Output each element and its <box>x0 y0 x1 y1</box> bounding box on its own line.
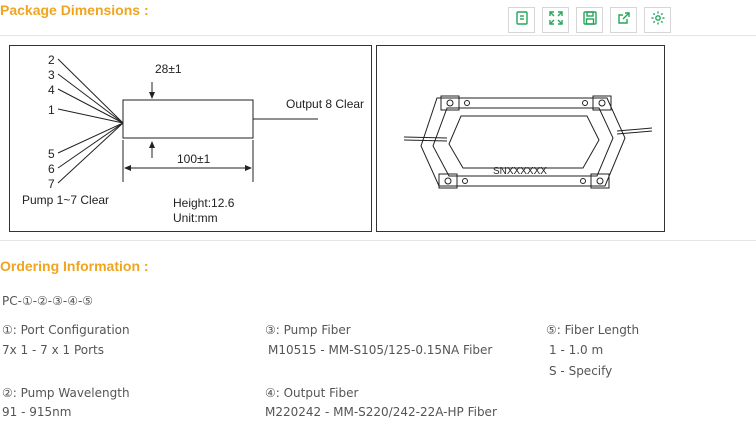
ordering-code: PC-①-②-③-④-⑤ <box>2 294 94 308</box>
settings-icon <box>650 10 666 31</box>
fiber-label-7: 7 <box>48 177 55 191</box>
save-icon <box>582 10 598 31</box>
divider <box>0 35 756 36</box>
pump-wavelength-value: 91 - 915nm <box>2 405 72 419</box>
diagram-toolbar <box>508 7 671 33</box>
height-label: Height:12.6 <box>173 196 235 210</box>
port-configuration-value: 7x 1 - 7 x 1 Ports <box>2 343 104 357</box>
isometric-drawing: SNXXXXXX <box>376 45 665 232</box>
fiber-length-label: ⑤: Fiber Length <box>546 323 640 337</box>
isometric-svg: SNXXXXXX <box>403 95 653 189</box>
serial-label: SNXXXXXX <box>493 166 547 177</box>
width-dimension: 28±1 <box>155 62 182 76</box>
fiber-label-3: 3 <box>48 68 55 82</box>
copy-button[interactable] <box>508 7 535 33</box>
package-dimensions-heading: Package Dimensions : <box>0 2 149 18</box>
output-fiber-value: M220242 - MM-S220/242-22A-HP Fiber <box>265 405 497 419</box>
port-configuration-label: ①: Port Configuration <box>2 323 130 337</box>
fiber-label-5: 5 <box>48 147 55 161</box>
fullscreen-button[interactable] <box>542 7 569 33</box>
ordering-information-heading: Ordering Information : <box>0 258 149 274</box>
pump-fiber-value: M10515 - MM-S105/125-0.15NA Fiber <box>268 343 493 357</box>
divider <box>0 240 756 241</box>
settings-button[interactable] <box>644 7 671 33</box>
pump-fiber-label: ③: Pump Fiber <box>265 323 351 337</box>
unit-label: Unit:mm <box>173 211 218 225</box>
share-icon <box>616 10 632 31</box>
fiber-label-4: 4 <box>48 83 55 97</box>
fiber-length-value-1: 1 - 1.0 m <box>549 343 604 357</box>
pump-wavelength-label: ②: Pump Wavelength <box>2 386 130 400</box>
schematic-drawing: 2 3 4 1 5 6 7 28±1 Output 8 Clear 100±1 … <box>9 45 372 232</box>
pump-label: Pump 1~7 Clear <box>22 193 109 207</box>
save-button[interactable] <box>576 7 603 33</box>
fiber-label-6: 6 <box>48 162 55 176</box>
share-button[interactable] <box>610 7 637 33</box>
output-fiber-label: ④: Output Fiber <box>265 386 359 400</box>
fullscreen-icon <box>548 10 564 31</box>
fiber-length-value-2: S - Specify <box>549 364 613 378</box>
fiber-label-2: 2 <box>48 53 55 67</box>
schematic-svg: 2 3 4 1 5 6 7 28±1 Output 8 Clear 100±1 … <box>22 53 364 225</box>
copy-icon <box>514 10 530 31</box>
length-dimension: 100±1 <box>177 152 211 166</box>
output-label: Output 8 Clear <box>286 97 364 111</box>
fiber-label-1: 1 <box>48 103 55 117</box>
